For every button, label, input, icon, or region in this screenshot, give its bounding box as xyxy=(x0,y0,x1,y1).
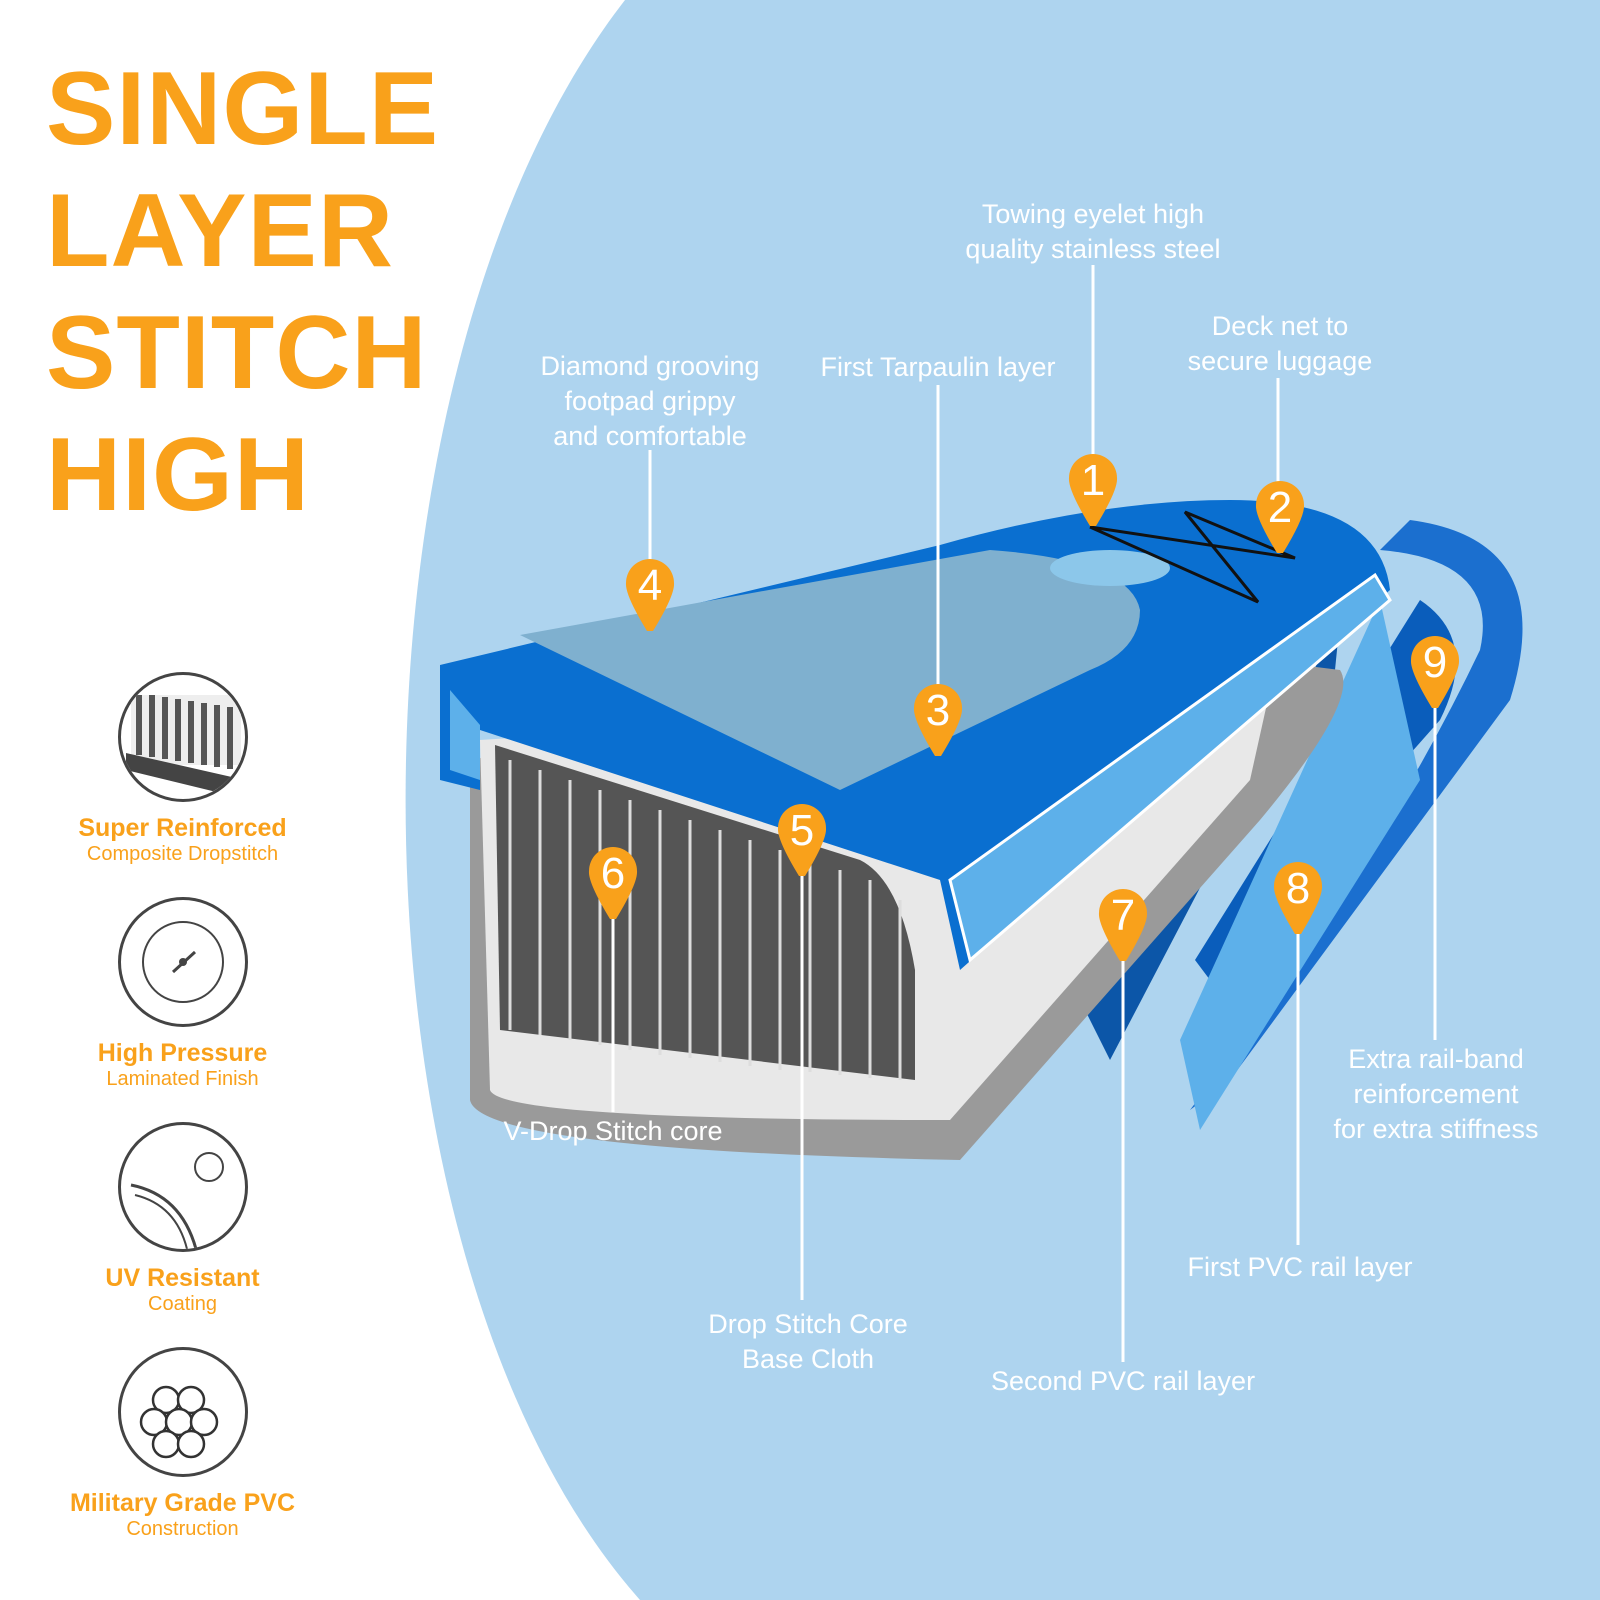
callout-pin-8: 8 xyxy=(1273,862,1323,934)
map-pin-icon xyxy=(1098,889,1148,961)
callout-label-line: Second PVC rail layer xyxy=(990,1366,1256,1396)
callout-pin-5: 5 xyxy=(777,804,827,876)
feature-dropstitch: Super Reinforced Composite Dropstitch xyxy=(40,672,325,866)
feature-uv: UV Resistant Coating xyxy=(40,1122,325,1316)
deck-recess xyxy=(1050,550,1170,586)
callout-pin-7: 7 xyxy=(1098,889,1148,961)
feature-subtitle: Laminated Finish xyxy=(106,1068,259,1090)
callout-pin-6: 6 xyxy=(588,847,638,919)
feature-pvc: Military Grade PVC Construction xyxy=(40,1347,325,1541)
pin-number: 2 xyxy=(1268,483,1292,532)
callout-label-line: First Tarpaulin layer xyxy=(820,352,1056,382)
callout-label-9: Extra rail-band reinforcement for extra st… xyxy=(1333,1042,1538,1147)
pin-number: 4 xyxy=(638,561,662,610)
callout-label-line: and comfortable xyxy=(553,421,747,451)
pvc-rolls-icon xyxy=(117,1347,248,1477)
callout-label-line: Drop Stitch Core xyxy=(708,1309,908,1339)
callout-label-line: Diamond grooving xyxy=(540,351,760,381)
deck-net xyxy=(1089,510,1296,604)
deck-rail-edge xyxy=(948,572,1392,963)
callout-label-7: Second PVC rail layer xyxy=(991,1364,1255,1399)
dropstitch-icon xyxy=(117,672,248,802)
callout-label-line: for extra stiffness xyxy=(1333,1114,1539,1144)
feature-heading: Military Grade PVC xyxy=(69,1489,296,1517)
callout-label-line: Towing eyelet high xyxy=(981,199,1205,229)
callout-label-line: V-Drop Stitch core xyxy=(503,1116,723,1146)
map-pin-icon xyxy=(1255,481,1305,553)
map-pin-icon xyxy=(777,804,827,876)
callout-pin-9: 9 xyxy=(1410,636,1460,708)
map-pin-icon xyxy=(588,847,638,919)
sun-uv-icon xyxy=(117,1122,248,1252)
callout-pin-3: 3 xyxy=(913,684,963,756)
callout-label-line: footpad grippy xyxy=(564,386,736,416)
callout-label-6: V-Drop Stitch core xyxy=(503,1114,722,1149)
feature-heading: UV Resistant xyxy=(105,1264,260,1292)
callout-pin-2: 2 xyxy=(1255,481,1305,553)
diamond-footpad xyxy=(520,550,1140,790)
map-pin-icon xyxy=(913,684,963,756)
callout-label-line: reinforcement xyxy=(1353,1079,1519,1109)
headline-line: HIGH xyxy=(46,417,310,533)
feature-heading: High Pressure xyxy=(97,1039,268,1067)
rail-band-reinforcement xyxy=(1190,520,1523,1110)
callout-label-4: Diamond grooving footpad grippy and comfor… xyxy=(540,349,759,454)
map-pin-icon xyxy=(625,559,675,631)
headline-line: LAYER xyxy=(46,173,394,289)
pin-number: 8 xyxy=(1286,864,1310,913)
pin-number: 6 xyxy=(601,849,625,898)
feature-subtitle: Coating xyxy=(148,1293,217,1315)
map-pin-icon xyxy=(1068,454,1118,526)
feature-heading: Super Reinforced xyxy=(78,814,287,842)
callout-label-line: secure luggage xyxy=(1187,346,1373,376)
callout-label-3: First Tarpaulin layer xyxy=(820,350,1055,385)
callout-label-line: First PVC rail layer xyxy=(1187,1252,1413,1282)
pin-number: 7 xyxy=(1111,891,1135,940)
leader-lines xyxy=(611,265,1437,1362)
callout-label-1: Towing eyelet high quality stainless stee… xyxy=(965,197,1220,267)
pin-number: 9 xyxy=(1423,638,1447,687)
callout-label-2: Deck net to secure luggage xyxy=(1188,309,1373,379)
callout-label-8: First PVC rail layer xyxy=(1187,1250,1412,1285)
headline: SINGLE LAYER STITCH HIGH xyxy=(46,48,439,536)
callout-label-line: Base Cloth xyxy=(741,1344,875,1374)
pin-number: 3 xyxy=(926,686,950,735)
pin-number: 1 xyxy=(1081,456,1105,505)
map-pin-icon xyxy=(1410,636,1460,708)
deck-side-edge xyxy=(450,690,480,780)
feature-subtitle: Construction xyxy=(126,1518,239,1540)
headline-line: SINGLE xyxy=(46,51,440,167)
callout-pin-1: 1 xyxy=(1068,454,1118,526)
map-pin-icon xyxy=(1273,862,1323,934)
callout-label-line: Deck net to xyxy=(1211,311,1349,341)
stitch-threads xyxy=(508,760,902,1080)
callout-label-line: Extra rail-band xyxy=(1348,1044,1524,1074)
feature-pressure: High Pressure Laminated Finish xyxy=(40,897,325,1091)
headline-line: STITCH xyxy=(46,295,428,411)
callout-label-line: quality stainless steel xyxy=(965,234,1221,264)
pressure-gauge-icon xyxy=(117,897,248,1027)
feature-subtitle: Composite Dropstitch xyxy=(86,843,279,865)
pin-number: 5 xyxy=(790,806,814,855)
callout-pin-4: 4 xyxy=(625,559,675,631)
